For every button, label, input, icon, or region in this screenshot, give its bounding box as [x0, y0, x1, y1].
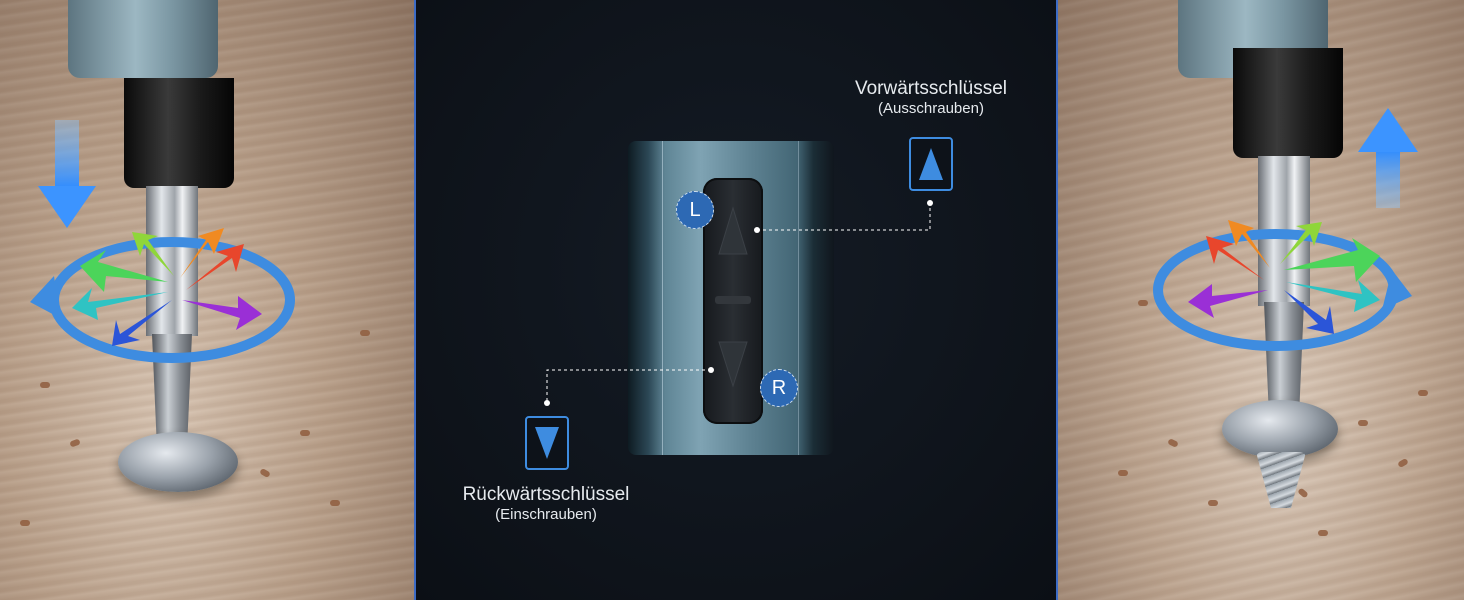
screwdriver-shaft	[146, 186, 198, 336]
left-photo-screw-in	[0, 0, 416, 600]
rocker-center-bar	[715, 296, 751, 304]
right-photo-screw-out	[1056, 0, 1464, 600]
direction-rocker-switch	[703, 178, 763, 424]
screwdriver-bit	[152, 334, 192, 444]
reverse-key-sublabel: (Einschrauben)	[495, 506, 597, 523]
left-switch-letter: L	[689, 198, 701, 221]
forward-key-label: Vorwärtsschlüssel	[854, 78, 1008, 99]
right-arrows-overlay	[1153, 108, 1418, 351]
screwdriver-collar	[124, 78, 234, 188]
screwdriver-collar	[1233, 48, 1343, 158]
rainbow-arrows-icon	[1188, 220, 1380, 334]
screwdriver-bit	[1264, 302, 1304, 412]
reverse-key-box	[525, 416, 569, 470]
reverse-key-caption: Rückwärtsschlüssel (Einschrauben)	[450, 484, 642, 523]
screw-head	[1222, 400, 1338, 458]
left-switch-badge: L	[676, 191, 714, 229]
left-arrows-overlay	[30, 120, 295, 363]
screw-head	[118, 432, 238, 492]
forward-key-box	[909, 137, 953, 191]
triangle-up-icon	[919, 148, 943, 180]
forward-key-caption: Vorwärtsschlüssel (Ausschrauben)	[836, 78, 1026, 117]
right-switch-badge: R	[760, 369, 798, 407]
rocker-down-triangle	[718, 341, 748, 388]
rocker-marks	[715, 206, 751, 388]
reverse-key-label: Rückwärtsschlüssel	[462, 484, 630, 505]
rotation-arrow-icon	[30, 237, 295, 363]
rocker-up-triangle	[718, 206, 748, 255]
up-arrow-icon	[1358, 108, 1418, 208]
rotation-arrow-icon	[1153, 229, 1412, 351]
screwdriver-body	[68, 0, 218, 78]
forward-key-sublabel: (Ausschrauben)	[878, 100, 984, 117]
rainbow-arrows-icon	[72, 228, 262, 346]
triangle-down-icon	[535, 427, 559, 459]
down-arrow-icon	[38, 120, 96, 228]
right-switch-letter: R	[771, 376, 787, 399]
